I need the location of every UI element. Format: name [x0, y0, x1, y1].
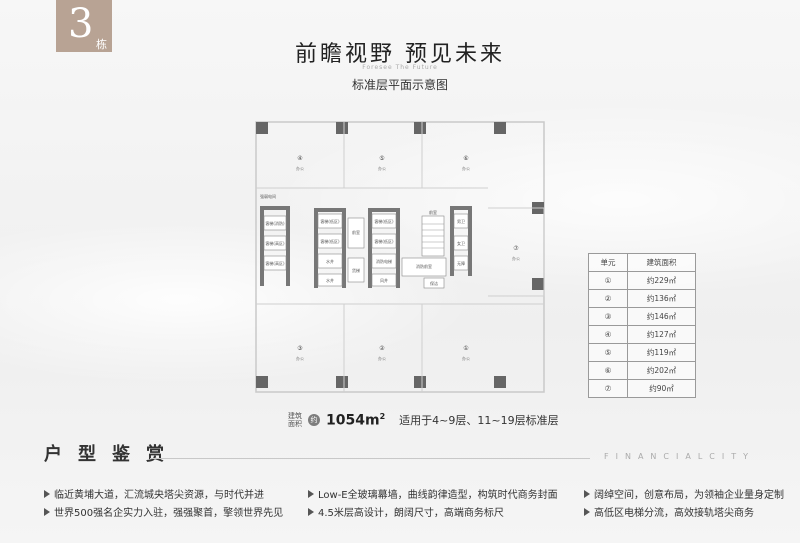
- legend-area: 约146㎡: [627, 307, 696, 326]
- legend-unit: ⑦: [588, 379, 628, 398]
- core-label: 消防电梯: [376, 258, 392, 264]
- page-subtitle: 标准层平面示意图: [351, 78, 448, 92]
- core-label: 前室: [429, 209, 437, 215]
- core-label: 客梯(高区): [265, 260, 285, 266]
- unit-4-use: 办公: [296, 165, 304, 171]
- legend-area: 约127㎡: [627, 325, 696, 344]
- unit-2-marker: ②: [379, 345, 385, 352]
- legend-area: 约90㎡: [627, 379, 696, 398]
- unit-3-use: 办公: [296, 355, 304, 361]
- triangle-bullet-icon: [44, 507, 50, 516]
- legend-area: 约136㎡: [627, 289, 696, 308]
- core-label: 客梯(低区): [320, 238, 340, 244]
- core-label: 强弱电间: [260, 193, 276, 199]
- total-area-line: 建筑面积 约 1054m2 适用于4~9层、11~19层标准层: [288, 410, 559, 430]
- feature-text: 4.5米层高设计，朗阔尺寸，高端商务标尺: [318, 508, 504, 519]
- approx-icon: 约: [308, 414, 320, 426]
- legend-header-unit: 单元: [588, 253, 628, 272]
- core-label: 客梯(低区): [374, 218, 394, 224]
- unit-7-use: 办公: [512, 255, 520, 261]
- feature-text: 世界500强名企实力入驻，强强聚首，擎领世界先见: [54, 508, 284, 519]
- legend-unit: ②: [588, 289, 628, 308]
- core-label: 客梯(低区): [320, 218, 340, 224]
- core-label: 水井: [326, 277, 334, 283]
- unit-1-marker: ①: [463, 345, 468, 352]
- feature-text: 临近黄埔大道，汇流城央塔尖资源，与时代并进: [54, 490, 264, 501]
- legend-unit: ③: [588, 307, 628, 326]
- legend-unit: ⑥: [588, 361, 628, 380]
- unit-7-marker: ⑦: [513, 245, 519, 252]
- area-label: 建筑面积: [288, 412, 302, 428]
- unit-2-use: 办公: [378, 355, 386, 361]
- area-description: 适用于4~9层、11~19层标准层: [399, 414, 559, 427]
- floor-plan: 客梯(消防) 客梯(高区) 客梯(高区) 客梯(低区) 客梯(低区) 水井 水井…: [255, 121, 545, 393]
- building-unit: 栋: [96, 38, 107, 51]
- feature-text: 阔绰空间，创意布局，为领袖企业量身定制: [594, 490, 784, 501]
- core-label: 前室: [352, 229, 360, 235]
- feature-item: 世界500强名企实力入驻，强强聚首，擎领世界先见: [44, 504, 283, 519]
- core-label: 保洁: [430, 280, 438, 286]
- triangle-bullet-icon: [308, 489, 314, 498]
- core-label: 风井: [380, 277, 388, 283]
- feature-text: Low-E全玻璃幕墙，曲线韵律造型，构筑时代商务封面: [318, 490, 558, 501]
- core-label: 无障: [457, 260, 465, 266]
- unit-1-use: 办公: [462, 355, 470, 361]
- building-badge: 3 栋: [56, 0, 112, 52]
- area-number: 1054m: [326, 412, 380, 429]
- triangle-bullet-icon: [584, 507, 590, 516]
- area-value: 1054m2: [326, 412, 385, 429]
- legend-area: 约202㎡: [627, 361, 696, 380]
- page-subtitle-en: Foresee The Future: [362, 64, 438, 71]
- legend-area: 约229㎡: [627, 271, 696, 290]
- unit-6-marker: ⑥: [463, 155, 468, 162]
- feature-item: 4.5米层高设计，朗阔尺寸，高端商务标尺: [308, 504, 504, 519]
- core-label: 男卫: [457, 219, 465, 224]
- core-label: 水井: [326, 258, 334, 264]
- unit-5-use: 办公: [378, 165, 386, 171]
- section-tagline: FINANCIALCITY: [604, 452, 755, 461]
- legend-unit: ④: [588, 325, 628, 344]
- unit-5-marker: ⑤: [379, 155, 384, 162]
- page-title: 前瞻视野 预见未来: [295, 42, 505, 67]
- core-label: 客梯(高区): [265, 240, 285, 246]
- feature-text: 高低区电梯分流，高效接轨塔尖商务: [594, 508, 754, 519]
- feature-item: 高低区电梯分流，高效接轨塔尖商务: [584, 504, 754, 519]
- legend-area: 约119㎡: [627, 343, 696, 362]
- legend-header-row: 单元 建筑面积: [588, 253, 696, 272]
- unit-4-marker: ④: [297, 155, 302, 162]
- triangle-bullet-icon: [584, 489, 590, 498]
- core-label: 货梯: [352, 267, 360, 273]
- core-label: 女卫: [457, 240, 465, 246]
- core-label: 消防前室: [416, 263, 432, 269]
- legend-header-area: 建筑面积: [627, 253, 696, 272]
- triangle-bullet-icon: [308, 507, 314, 516]
- area-unit-sup: 2: [379, 411, 386, 421]
- building-number: 3: [68, 1, 94, 47]
- feature-item: 临近黄埔大道，汇流城央塔尖资源，与时代并进: [44, 486, 264, 501]
- core-label: 客梯(消防): [265, 220, 285, 226]
- core-label: 客梯(低区): [374, 238, 394, 244]
- divider: [150, 458, 590, 459]
- unit-3-marker: ③: [297, 345, 302, 352]
- section-title: 户型鉴赏: [44, 444, 180, 465]
- feature-item: 阔绰空间，创意布局，为领袖企业量身定制: [584, 486, 784, 501]
- feature-item: Low-E全玻璃幕墙，曲线韵律造型，构筑时代商务封面: [308, 486, 558, 501]
- legend-unit: ①: [588, 271, 628, 290]
- unit-6-use: 办公: [462, 165, 470, 171]
- legend-unit: ⑤: [588, 343, 628, 362]
- triangle-bullet-icon: [44, 489, 50, 498]
